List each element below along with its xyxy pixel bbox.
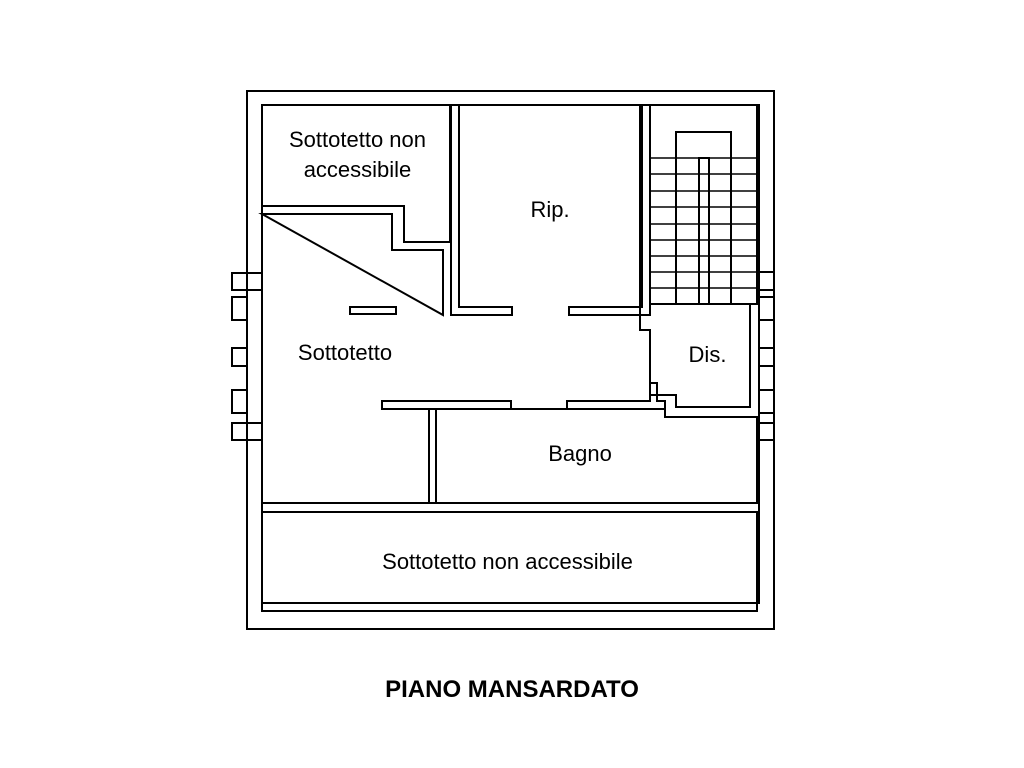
window-left (231, 272, 263, 441)
room-attic-outline (258, 213, 444, 317)
room-label-attic-top-left-line2: accessibile (303, 156, 412, 182)
stair-steps (650, 157, 757, 289)
room-label-attic-top-left-line1: Sottotetto non (289, 127, 426, 152)
plan-title: PIANO MANSARDATO (385, 676, 639, 703)
room-label-bathroom: Bagno (548, 441, 612, 466)
window-right (758, 271, 775, 441)
wall-segment-attic (349, 306, 397, 315)
room-bagno (435, 408, 758, 504)
room-label-attic-bottom: Sottotetto non accessibile (382, 549, 633, 574)
room-label-attic: Sottotetto (297, 340, 393, 365)
room-label-attic-top-left: Sottotetto non accessibile (270, 125, 445, 184)
room-label-storage: Rip. (530, 197, 570, 222)
room-attic-bottom (261, 511, 758, 612)
wall-attic-bagno (428, 408, 437, 504)
room-label-hall: Dis. (688, 342, 727, 367)
stair-core (698, 157, 710, 305)
stair-enclosure (649, 104, 758, 305)
room-dis (639, 303, 751, 408)
wall-bagno-left (381, 400, 512, 410)
wall-storage-left (450, 104, 513, 316)
